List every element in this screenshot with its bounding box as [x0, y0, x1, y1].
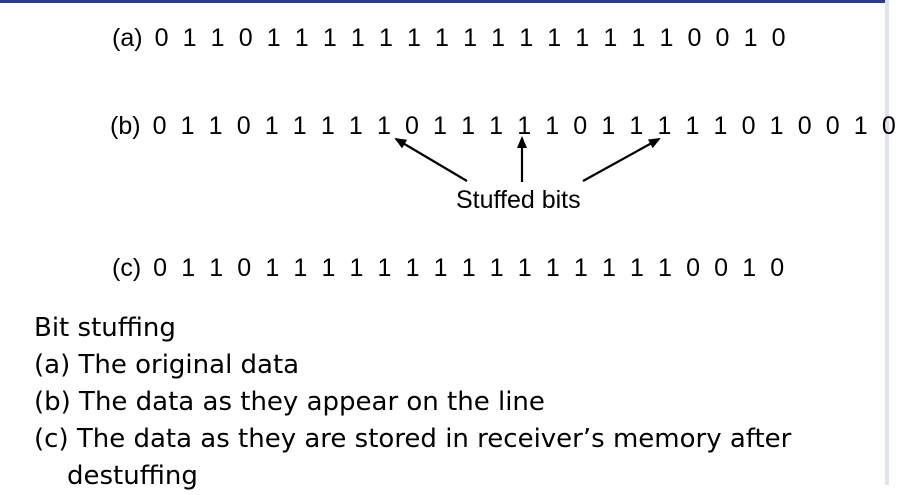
- caption-item-b: (b) The data as they appear on the line: [34, 387, 545, 417]
- slide-side-rule: [885, 0, 889, 485]
- row-a-label: (a): [112, 24, 143, 52]
- row-b-bits: 0 1 1 0 1 1 1 1 1 0 1 1 1 1 1 0 1 1 1 1 …: [152, 112, 899, 140]
- row-b: (b) 0 1 1 0 1 1 1 1 1 0 1 1 1 1 1 0 1 1 1…: [110, 114, 899, 139]
- row-a-bits: 0 1 1 0 1 1 1 1 1 1 1 1 1 1 1 1 1 1 1 0 …: [154, 24, 790, 52]
- row-a: (a) 0 1 1 0 1 1 1 1 1 1 1 1 1 1 1 1 1 1 1…: [112, 26, 789, 51]
- row-c: (c) 0 1 1 0 1 1 1 1 1 1 1 1 1 1 1 1 1 1 1…: [112, 256, 788, 281]
- caption-item-a: (a) The original data: [34, 350, 300, 380]
- arrow-to-first-stuffed-bit: [394, 137, 468, 182]
- stuffed-bits-label: Stuffed bits: [456, 186, 581, 214]
- row-b-label: (b): [110, 112, 141, 140]
- figure-caption: Bit stuffing (a) The original data (b) T…: [34, 310, 864, 495]
- slide-top-rule: [0, 0, 889, 3]
- caption-item-c: (c) The data as they are stored in recei…: [34, 424, 792, 491]
- row-c-label: (c): [112, 254, 142, 282]
- arrow-to-third-stuffed-bit: [582, 138, 661, 182]
- caption-title: Bit stuffing: [34, 313, 176, 343]
- row-c-bits: 0 1 1 0 1 1 1 1 1 1 1 1 1 1 1 1 1 1 1 0 …: [153, 254, 788, 282]
